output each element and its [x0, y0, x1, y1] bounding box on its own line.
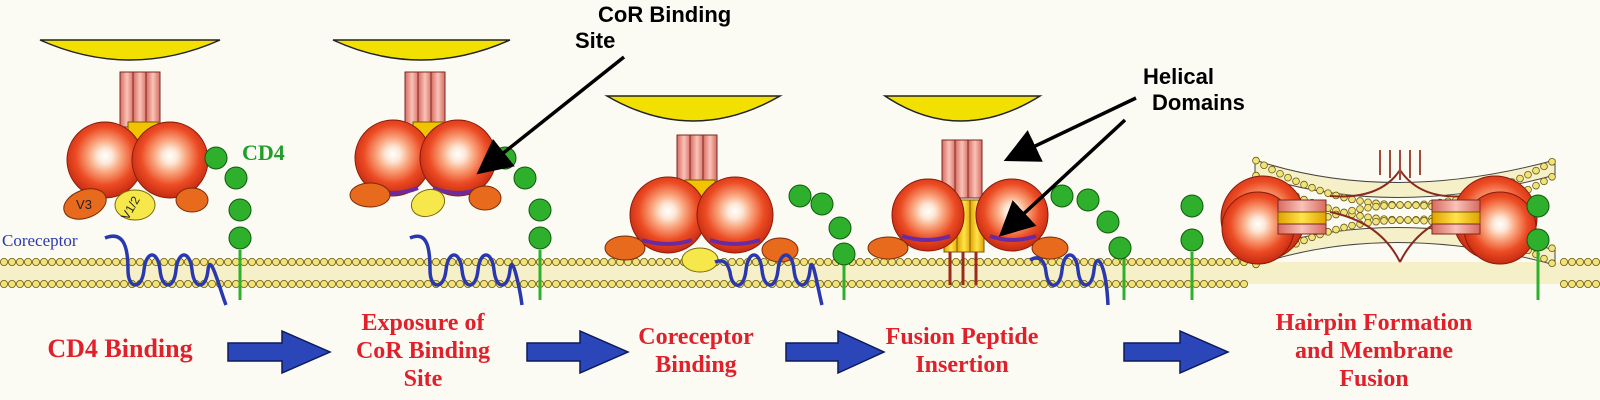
coreceptor [714, 253, 824, 306]
cd4-receptor [204, 146, 252, 300]
helical-domains-callout: Helical Domains [998, 64, 1245, 237]
cd4-receptor [1050, 184, 1132, 300]
callout-line-1: Helical [1143, 64, 1214, 89]
process-arrows [227, 329, 1230, 375]
v-loop [1031, 236, 1069, 260]
gp120-subunit [891, 178, 965, 252]
v3-loop [867, 236, 909, 260]
gp120-subunit [696, 176, 774, 254]
stage-label-fusion-line-2: Insertion [915, 352, 1008, 378]
process-arrow-2 [526, 329, 630, 375]
virus-membrane [882, 95, 1043, 122]
stage-label-exposure-line-2: CoR Binding [356, 338, 490, 364]
process-arrow-4 [1123, 329, 1230, 375]
stage-3-coreceptor-binding [604, 95, 856, 306]
callout-line-1: CoR Binding [598, 2, 731, 27]
callout-line-2: Site [575, 28, 615, 53]
v12-loop [114, 189, 156, 221]
cd4-receptor [1180, 194, 1550, 300]
coreceptor [104, 234, 228, 306]
gp120-subunit [131, 121, 209, 199]
virus-membrane [39, 39, 221, 61]
v3-loop [349, 182, 391, 208]
stage-label-hairpin-line-3: Fusion [1339, 366, 1408, 392]
virus-membrane [604, 95, 783, 122]
cd4-label: CD4 [242, 140, 285, 165]
stage-label-hairpin-line-1: Hairpin Formation [1276, 310, 1473, 336]
process-arrow-1 [227, 329, 332, 375]
stage-1-cd4-binding: V3 V1/2 CD4 Coreceptor [2, 39, 285, 306]
stage-label-coreceptor-line-1: Coreceptor [638, 324, 754, 350]
stage-labels: CD4 Binding Exposure of CoR Binding Site… [47, 310, 1472, 392]
v-loop [468, 185, 502, 211]
coreceptor [1029, 253, 1110, 306]
stage-label-exposure-line-3: Site [404, 366, 443, 392]
v12-loop [410, 188, 446, 218]
hairpin-helix [1329, 150, 1467, 263]
six-helix-bundle [1277, 199, 1481, 235]
v12-loop [681, 247, 719, 273]
cd4-receptor [788, 184, 856, 300]
gp120-subunit [419, 119, 497, 197]
v3-loop [604, 235, 646, 261]
virus-membrane [332, 39, 511, 61]
stage-label-coreceptor-line-2: Binding [655, 352, 736, 378]
process-arrow-3 [785, 329, 886, 375]
coreceptor-label: Coreceptor [2, 231, 78, 250]
stage-5-hairpin-fusion [1180, 150, 1556, 300]
stage-label-exposure-line-1: Exposure of [362, 310, 486, 336]
callout-line-2: Domains [1152, 90, 1245, 115]
coreceptor [409, 234, 524, 306]
v3-label: V3 [76, 197, 92, 212]
gp41-helix-bundle [676, 134, 718, 199]
stage-label-fusion-line-1: Fusion Peptide [886, 324, 1039, 350]
cor-binding-site-callout: CoR Binding Site [476, 2, 731, 175]
stage-label-hairpin-line-2: and Membrane [1295, 338, 1453, 364]
v-loop [175, 187, 209, 213]
stage-label-cd4-binding: CD4 Binding [47, 334, 192, 363]
v3-loop [63, 188, 107, 220]
